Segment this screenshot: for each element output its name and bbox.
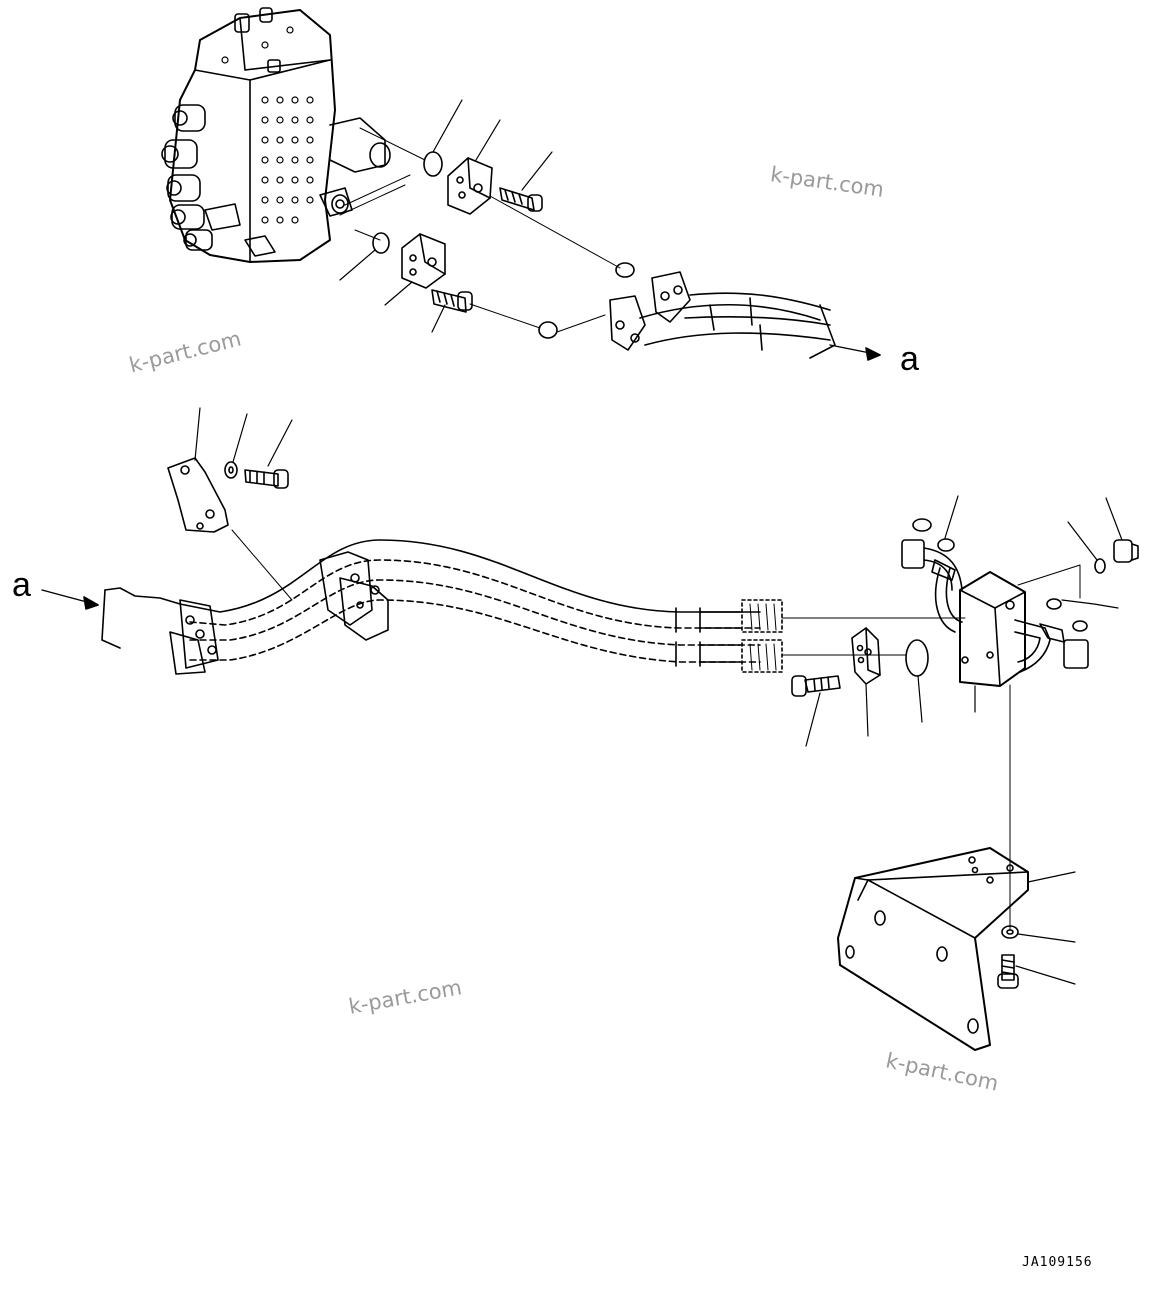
bolt-bracket xyxy=(997,954,1019,989)
section-ref-lower: a xyxy=(12,566,31,604)
valve-spool-3 xyxy=(166,174,201,202)
valve-spool-2 xyxy=(161,139,198,169)
o-ring-small-4 xyxy=(1072,620,1088,632)
o-ring-small-2 xyxy=(937,538,955,552)
elbow-fitting-left xyxy=(901,539,963,633)
o-ring-hose-lower xyxy=(538,321,558,339)
split-flange-upper xyxy=(447,157,493,215)
manifold-block xyxy=(959,571,1026,687)
valve-spool-1 xyxy=(172,104,206,132)
o-ring-port xyxy=(1094,558,1106,574)
valve-port-holes xyxy=(221,26,314,224)
washer-bracket xyxy=(1001,925,1019,939)
o-ring-block xyxy=(905,639,929,677)
flange-bolt-block xyxy=(791,675,841,697)
bolt-clamp xyxy=(244,469,289,489)
hose-end-upper-assembly xyxy=(609,271,836,359)
o-ring-upper-1 xyxy=(423,151,443,177)
section-ref-upper: a xyxy=(900,340,919,378)
o-ring-small-1 xyxy=(912,518,932,532)
elbow-fitting-right xyxy=(1014,619,1089,673)
o-ring-small-3 xyxy=(1046,598,1062,610)
split-flange-block xyxy=(851,627,881,685)
flange-bolt-lower xyxy=(431,289,473,313)
o-ring-upper-2 xyxy=(372,232,390,254)
control-valve-assembly xyxy=(161,7,391,263)
washer-clamp xyxy=(224,461,238,479)
valve-outlet-port-upper xyxy=(329,117,391,173)
flange-bolt-upper xyxy=(499,187,543,212)
valve-spool-5 xyxy=(183,229,213,251)
arrow-to-a-upper xyxy=(829,344,881,361)
figure-code: JA109156 xyxy=(1022,1255,1093,1270)
plug-fitting xyxy=(1113,539,1139,563)
arrow-from-a-lower xyxy=(41,589,99,610)
hose-clamp-bracket xyxy=(167,457,229,533)
valve-spool-4 xyxy=(170,204,205,230)
o-ring-hose-upper xyxy=(615,262,635,278)
split-flange-lower xyxy=(401,233,446,289)
mounting-bracket xyxy=(837,847,1029,1051)
hose-bundle-lower xyxy=(101,539,783,675)
